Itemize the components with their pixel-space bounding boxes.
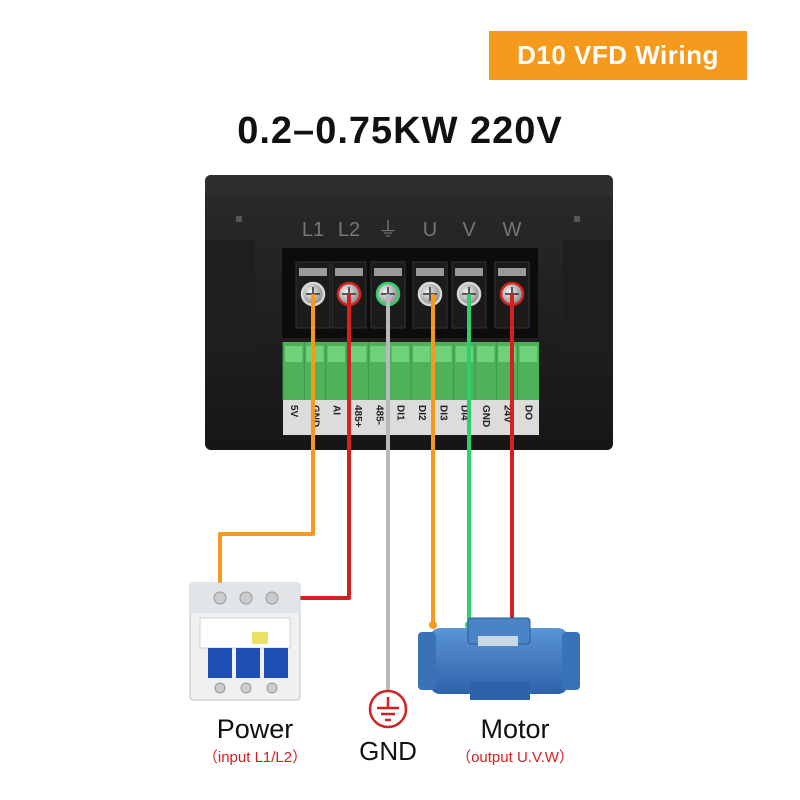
control-terminal-slot <box>370 346 388 362</box>
motor-label: Motor <box>480 714 550 744</box>
control-terminal-label: 485- <box>373 405 384 425</box>
power-label: Power <box>216 714 294 744</box>
title-badge: D10 VFD Wiring <box>489 31 747 80</box>
power-sublabel: （input L1/L2） <box>202 749 308 766</box>
ground-icon <box>368 689 408 729</box>
power-terminal-label: L2 <box>338 219 360 241</box>
control-terminal-slot <box>285 346 303 362</box>
power-terminal-label: U <box>423 219 437 241</box>
spec-title: 0.2–0.75KW 220V <box>237 110 563 152</box>
control-terminal-label: DI4 <box>459 405 470 421</box>
control-terminal-slot <box>477 346 495 362</box>
control-terminal-slot <box>391 346 409 362</box>
motor-icon <box>418 617 580 700</box>
control-terminal-slot <box>434 346 452 362</box>
control-terminal-label: DO <box>523 405 534 420</box>
wire-l1 <box>218 294 315 598</box>
gnd-label: GND <box>359 736 417 766</box>
control-terminal-slot <box>519 346 537 362</box>
control-terminal-label: 5V <box>288 405 299 418</box>
control-terminal-label: DI1 <box>395 405 406 421</box>
control-terminal-label: DI2 <box>416 405 427 421</box>
control-terminal-slot <box>349 346 367 362</box>
power-caption: Power （input L1/L2） <box>180 714 330 767</box>
power-terminal-label: V <box>462 219 476 241</box>
motor-caption: Motor （output U.V.W） <box>430 714 600 767</box>
control-terminal-slot <box>327 346 345 362</box>
control-terminal-label: GND <box>480 405 491 427</box>
power-terminal-label: ⏚ <box>378 219 398 241</box>
control-terminal-slot <box>413 346 431 362</box>
control-terminal-label: DI3 <box>437 405 448 421</box>
circuit-breaker-icon <box>189 582 301 701</box>
power-terminal-label: L1 <box>302 219 324 241</box>
motor-sublabel: （output U.V.W） <box>456 749 574 766</box>
power-terminal-screw <box>412 261 448 329</box>
gnd-caption: GND <box>348 736 428 767</box>
power-terminal-label: W <box>503 219 522 241</box>
control-terminal-label: 485+ <box>352 405 363 428</box>
control-terminal-label: AI <box>331 405 342 415</box>
power-terminal-labels: L1 L2 ⏚ U V W <box>302 219 522 241</box>
control-terminal-label: 24V <box>501 405 512 423</box>
